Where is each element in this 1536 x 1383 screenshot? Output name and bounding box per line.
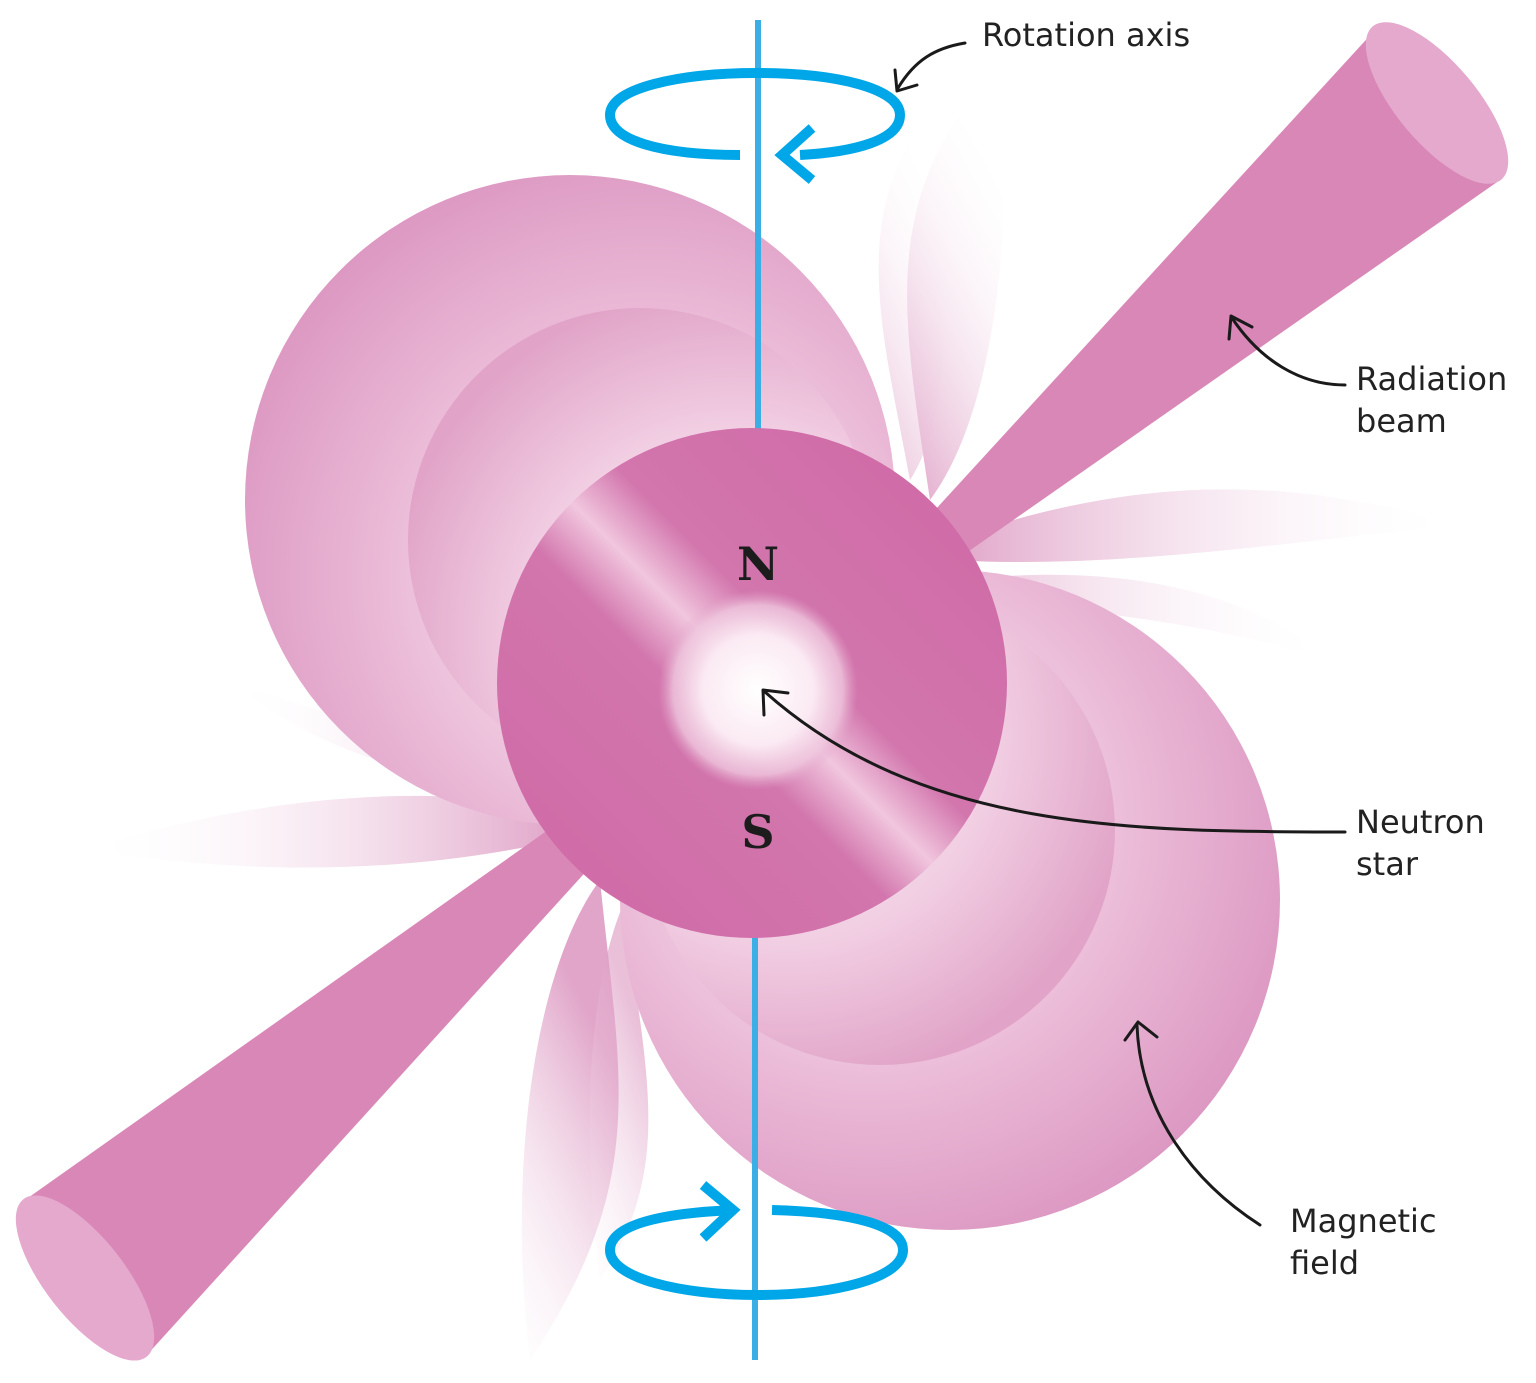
rotation-arrowhead-bottom <box>699 1181 741 1242</box>
leader-magnetic-field-head <box>1123 1020 1159 1042</box>
leader-radiation-beam <box>1230 316 1347 387</box>
leader-lines <box>761 41 1347 1227</box>
field-fan-bottom-left-2 <box>589 900 649 1280</box>
neutron-star: N S <box>497 428 1007 938</box>
label-magnetic-field-line2: field <box>1290 1244 1359 1282</box>
label-neutron-star-line2: star <box>1356 845 1419 883</box>
label-magnetic-field-line1: Magnetic <box>1290 1202 1437 1240</box>
labels: Rotation axis Radiation beam Neutron sta… <box>982 16 1507 1282</box>
radiation-beam-upper-cap <box>1365 22 1509 184</box>
field-fan-top-right-2 <box>878 110 946 480</box>
rotation-arrow-bottom <box>604 1181 909 1301</box>
label-radiation-beam-line2: beam <box>1356 402 1447 440</box>
leader-rotation-axis-head <box>893 68 919 93</box>
radiation-beam-upper <box>770 30 1500 690</box>
label-radiation-beam-line1: Radiation <box>1356 360 1507 398</box>
leader-radiation-beam-head <box>1227 314 1254 341</box>
leader-neutron-star-head <box>761 688 790 717</box>
rotation-loop-top <box>604 67 906 160</box>
rotation-loop-bottom <box>604 1205 909 1301</box>
label-rotation-axis: Rotation axis <box>982 16 1190 54</box>
rotation-arrow-top <box>604 67 906 184</box>
rotation-arrowhead-top <box>774 124 816 184</box>
field-fan-left <box>85 795 560 868</box>
leader-neutron-star <box>763 690 1347 834</box>
label-neutron-star-line1: Neutron <box>1356 803 1485 841</box>
neutron-star-core <box>658 590 858 790</box>
rotation-axis <box>752 20 761 1360</box>
south-pole-label: S <box>741 805 774 859</box>
field-fan-right <box>950 489 1460 562</box>
north-pole-label: N <box>737 537 779 591</box>
field-fan-bottom-left <box>521 880 619 1360</box>
leader-rotation-axis <box>896 41 967 90</box>
leader-magnetic-field <box>1135 1023 1262 1227</box>
radiation-beam-lower-cap <box>15 1195 155 1361</box>
